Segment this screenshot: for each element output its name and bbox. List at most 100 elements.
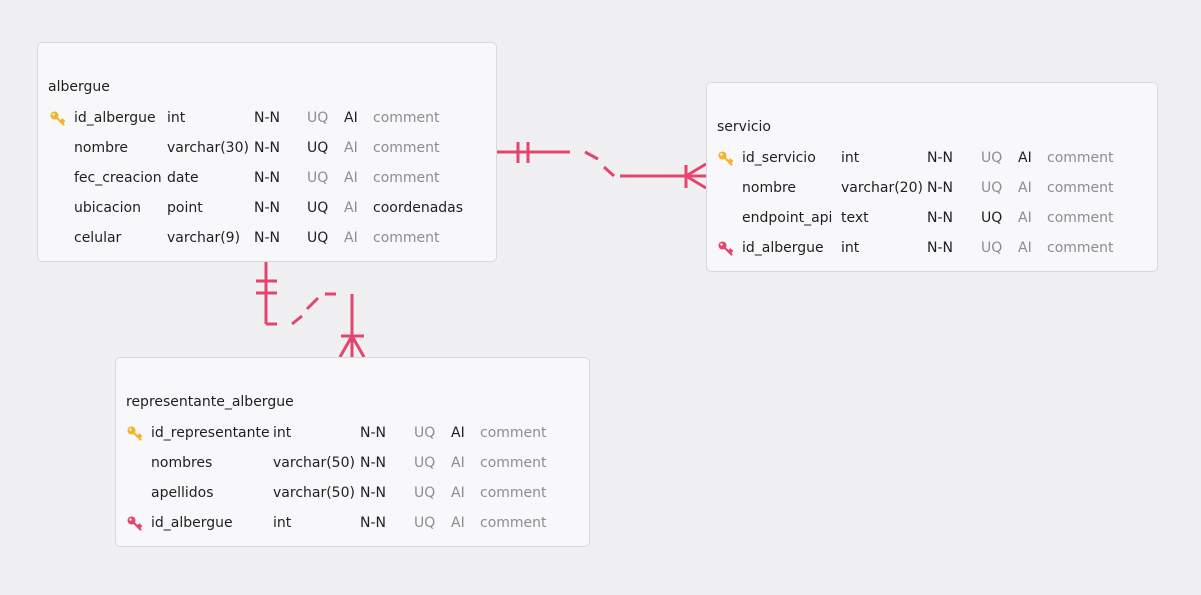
column-type[interactable]: int (273, 515, 292, 531)
column-type[interactable]: date (167, 170, 199, 186)
unique-flag[interactable]: UQ (981, 180, 1003, 196)
table-row[interactable]: nombre varchar(20)N-N UQ AI comment (707, 173, 1157, 203)
auto-increment-flag[interactable]: AI (451, 455, 465, 471)
not-null-flag[interactable]: N-N (254, 170, 280, 186)
unique-flag[interactable]: UQ (981, 210, 1003, 226)
table-title[interactable]: servicio (717, 119, 771, 135)
column-type[interactable]: varchar(50) (273, 455, 355, 471)
not-null-flag[interactable]: N-N (254, 110, 280, 126)
not-null-flag[interactable]: N-N (927, 240, 953, 256)
column-comment[interactable]: comment (1047, 150, 1114, 166)
column-name[interactable]: endpoint_api (742, 210, 833, 226)
table-row[interactable]: endpoint_api text N-N UQ AI comment (707, 203, 1157, 233)
table-row[interactable]: celular varchar(9) N-N UQ AI comment (38, 223, 496, 253)
not-null-flag[interactable]: N-N (254, 140, 280, 156)
column-comment[interactable]: comment (373, 110, 440, 126)
column-name[interactable]: id_servicio (742, 150, 816, 166)
unique-flag[interactable]: UQ (414, 425, 436, 441)
auto-increment-flag[interactable]: AI (1018, 240, 1032, 256)
column-name[interactable]: apellidos (151, 485, 214, 501)
auto-increment-flag[interactable]: AI (451, 485, 465, 501)
column-comment[interactable]: comment (480, 425, 547, 441)
table-title[interactable]: albergue (48, 79, 110, 95)
column-comment[interactable]: comment (480, 485, 547, 501)
column-name[interactable]: id_albergue (742, 240, 824, 256)
not-null-flag[interactable]: N-N (254, 230, 280, 246)
column-type[interactable]: varchar(20) (841, 180, 923, 196)
not-null-flag[interactable]: N-N (927, 210, 953, 226)
unique-flag[interactable]: UQ (414, 455, 436, 471)
table-row[interactable]: fec_creacion date N-N UQ AI comment (38, 163, 496, 193)
column-name[interactable]: ubicacion (74, 200, 141, 216)
unique-flag[interactable]: UQ (307, 230, 329, 246)
column-comment[interactable]: comment (373, 170, 440, 186)
relation-albergue-servicio[interactable] (497, 142, 707, 190)
column-comment[interactable]: comment (480, 515, 547, 531)
auto-increment-flag[interactable]: AI (1018, 210, 1032, 226)
table-row[interactable]: id_albergue int N-N UQ AI comment (116, 508, 589, 538)
auto-increment-flag[interactable]: AI (344, 200, 358, 216)
column-comment[interactable]: comment (480, 455, 547, 471)
column-comment[interactable]: comment (373, 140, 440, 156)
not-null-flag[interactable]: N-N (360, 515, 386, 531)
relation-albergue-representante[interactable] (256, 262, 366, 358)
unique-flag[interactable]: UQ (981, 240, 1003, 256)
auto-increment-flag[interactable]: AI (344, 230, 358, 246)
not-null-flag[interactable]: N-N (927, 180, 953, 196)
column-name[interactable]: id_albergue (151, 515, 233, 531)
column-type[interactable]: text (841, 210, 869, 226)
not-null-flag[interactable]: N-N (927, 150, 953, 166)
not-null-flag[interactable]: N-N (254, 200, 280, 216)
column-name[interactable]: fec_creacion (74, 170, 162, 186)
unique-flag[interactable]: UQ (981, 150, 1003, 166)
table-row[interactable]: id_servicio int N-N UQ AI comment (707, 143, 1157, 173)
column-type[interactable]: int (167, 110, 186, 126)
column-comment[interactable]: comment (1047, 180, 1114, 196)
column-type[interactable]: int (273, 425, 292, 441)
table-row[interactable]: apellidos varchar(50) N-N UQ AI comment (116, 478, 589, 508)
column-comment[interactable]: comment (1047, 240, 1114, 256)
table-row[interactable]: id_albergue int N-N UQ AI comment (38, 103, 496, 133)
auto-increment-flag[interactable]: AI (1018, 150, 1032, 166)
table-row[interactable]: id_albergue int N-N UQ AI comment (707, 233, 1157, 263)
column-name[interactable]: id_representante (151, 425, 270, 441)
unique-flag[interactable]: UQ (307, 110, 329, 126)
unique-flag[interactable]: UQ (307, 170, 329, 186)
table-title[interactable]: representante_albergue (126, 394, 294, 410)
column-type[interactable]: varchar(50) (273, 485, 355, 501)
column-type[interactable]: varchar(9) (167, 230, 241, 246)
not-null-flag[interactable]: N-N (360, 485, 386, 501)
unique-flag[interactable]: UQ (307, 200, 329, 216)
column-name[interactable]: nombre (74, 140, 129, 156)
column-comment[interactable]: comment (1047, 210, 1114, 226)
auto-increment-flag[interactable]: AI (344, 170, 358, 186)
unique-flag[interactable]: UQ (414, 485, 436, 501)
column-name[interactable]: nombres (151, 455, 213, 471)
not-null-flag[interactable]: N-N (360, 455, 386, 471)
column-name[interactable]: id_albergue (74, 110, 156, 126)
column-type[interactable]: point (167, 200, 203, 216)
not-null-flag[interactable]: N-N (360, 425, 386, 441)
column-comment[interactable]: coordenadas (373, 200, 464, 216)
auto-increment-flag[interactable]: AI (451, 425, 465, 441)
column-type[interactable]: int (841, 240, 860, 256)
column-comment[interactable]: comment (373, 230, 440, 246)
column-type[interactable]: varchar(30) (167, 140, 249, 156)
column-name[interactable]: celular (74, 230, 122, 246)
column-type[interactable]: int (841, 150, 860, 166)
table-row[interactable]: ubicacion point N-N UQ AI coordenadas (38, 193, 496, 223)
auto-increment-flag[interactable]: AI (451, 515, 465, 531)
auto-increment-flag[interactable]: AI (1018, 180, 1032, 196)
unique-flag[interactable]: UQ (307, 140, 329, 156)
column-name[interactable]: nombre (742, 180, 797, 196)
auto-increment-flag[interactable]: AI (344, 140, 358, 156)
table-row[interactable]: nombre varchar(30) N-N UQ AI comment (38, 133, 496, 163)
unique-flag[interactable]: UQ (414, 515, 436, 531)
relation-line-dash (305, 296, 320, 311)
auto-increment-flag[interactable]: AI (344, 110, 358, 126)
table-row[interactable]: nombres varchar(50) N-N UQ AI comment (116, 448, 589, 478)
